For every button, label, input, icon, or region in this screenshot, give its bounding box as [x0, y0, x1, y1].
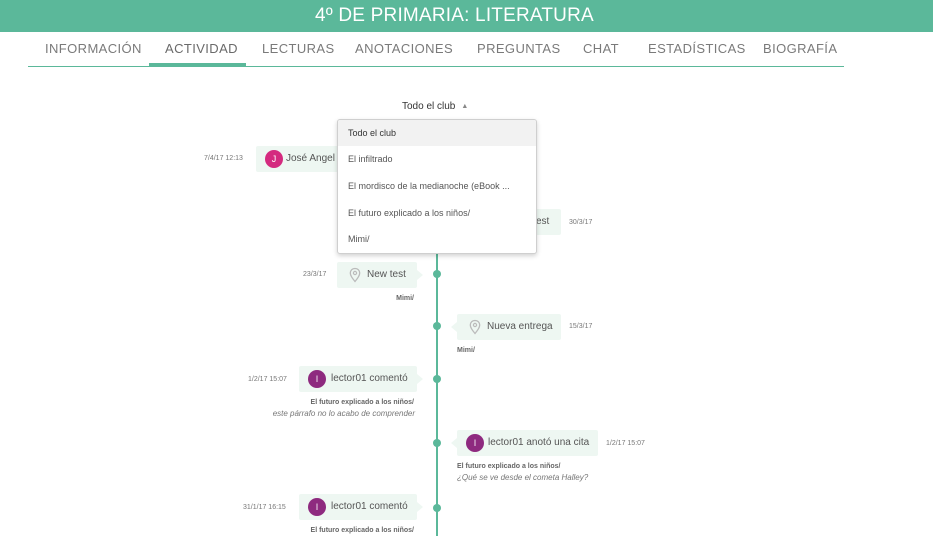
activity-quote: ¿Qué se ve desde el cometa Halley?: [457, 473, 589, 482]
dropdown-option-el-infiltrado[interactable]: El infiltrado: [348, 154, 393, 164]
chevron-up-icon: ▲: [461, 103, 469, 110]
activity-bubble[interactable]: New test: [337, 262, 423, 288]
avatar: l: [308, 370, 326, 388]
dropdown-option-el-futuro[interactable]: El futuro explicado a los niños/: [348, 208, 471, 218]
tab-actividad[interactable]: ACTIVIDAD: [165, 41, 238, 56]
event-time: 31/1/17 16:15: [243, 504, 286, 511]
page-title: 4º DE PRIMARIA: LITERATURA: [315, 5, 594, 26]
tab-preguntas[interactable]: PREGUNTAS: [477, 41, 561, 56]
activity-text: Nueva entrega: [487, 321, 553, 332]
activity-bubble[interactable]: l lector01 anotó una cita: [451, 430, 598, 456]
avatar: J: [265, 150, 283, 168]
dropdown-option-todo-el-club[interactable]: Todo el club: [338, 120, 536, 146]
activity-text: New test: [367, 269, 406, 280]
activity-bubble[interactable]: Nueva entrega: [451, 314, 561, 340]
activity-quote: este párrafo no lo acabo de comprender: [272, 409, 415, 418]
timeline-dot: [433, 375, 441, 383]
event-time: 1/2/17 15:07: [248, 376, 287, 383]
activity-text: José Angel S: [286, 153, 345, 164]
club-filter-select[interactable]: Todo el club ▲: [402, 101, 468, 112]
club-filter-value: Todo el club: [402, 101, 456, 112]
tab-estadisticas[interactable]: ESTADÍSTICAS: [648, 41, 746, 56]
event-time: 15/3/17: [569, 323, 593, 330]
dropdown-option-mimi[interactable]: Mimi/: [348, 234, 370, 244]
activity-context[interactable]: El futuro explicado a los niños/: [457, 463, 561, 470]
tab-biografia[interactable]: BIOGRAFÍA: [763, 41, 838, 56]
activity-text: lector01 anotó una cita: [488, 437, 590, 448]
activity-context[interactable]: Mimi/: [396, 295, 414, 302]
timeline-dot: [433, 504, 441, 512]
app-header: 4º DE PRIMARIA: LITERATURA: [0, 0, 933, 32]
event-time: 1/2/17 15:07: [606, 440, 645, 447]
activity-text: lector01 comentó: [331, 501, 408, 512]
tab-chat[interactable]: CHAT: [583, 41, 620, 56]
map-pin-icon: [469, 319, 481, 335]
map-pin-icon: [349, 267, 361, 283]
activity-bubble[interactable]: l lector01 comentó: [299, 494, 423, 520]
activity-bubble[interactable]: l lector01 comentó: [299, 366, 423, 392]
dropdown-option-el-mordisco[interactable]: El mordisco de la medianoche (eBook ...: [348, 181, 510, 191]
tab-bar: INFORMACIÓN ACTIVIDAD LECTURAS ANOTACION…: [28, 32, 844, 67]
club-filter-dropdown: Todo el club El infiltrado El mordisco d…: [337, 119, 537, 254]
activity-context[interactable]: El futuro explicado a los niños/: [310, 527, 414, 534]
event-time: 30/3/17: [569, 219, 593, 226]
event-time: 7/4/17 12:13: [204, 155, 243, 162]
avatar: l: [308, 498, 326, 516]
activity-text: est: [536, 216, 550, 227]
activity-context[interactable]: El futuro explicado a los niños/: [310, 399, 414, 406]
tab-lecturas[interactable]: LECTURAS: [262, 41, 335, 56]
active-tab-indicator: [149, 63, 246, 66]
activity-text: lector01 comentó: [331, 373, 408, 384]
event-time: 23/3/17: [303, 271, 327, 278]
activity-context[interactable]: Mimi/: [457, 347, 475, 354]
timeline-dot: [433, 270, 441, 278]
avatar: l: [466, 434, 484, 452]
timeline-dot: [433, 322, 441, 330]
tab-informacion[interactable]: INFORMACIÓN: [45, 41, 142, 56]
timeline-dot: [433, 439, 441, 447]
tab-anotaciones[interactable]: ANOTACIONES: [355, 41, 454, 56]
